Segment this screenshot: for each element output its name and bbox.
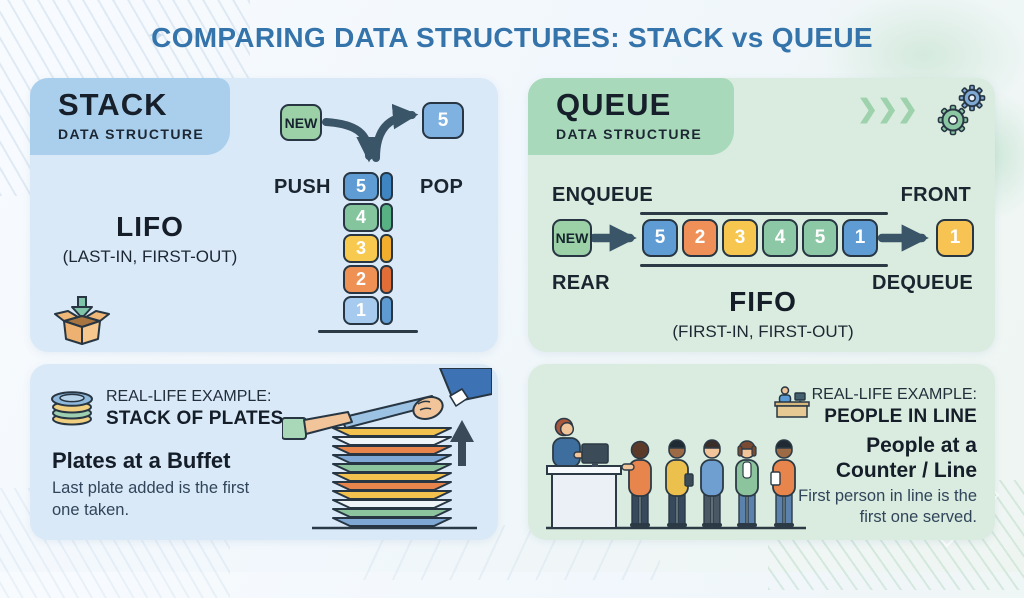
dequeued-value-box: 1 [936, 219, 974, 257]
stack-baseline [318, 330, 418, 333]
stack-example-name: STACK OF PLATES [106, 408, 284, 429]
queue-example-header: REAL-LIFE EXAMPLE: PEOPLE IN LINE [812, 386, 977, 428]
stack-panel: STACK DATA STRUCTURE LIFO (LAST-IN, FIRS… [30, 78, 498, 352]
queue-example-description: First person in line is the first one se… [798, 487, 977, 527]
page-title: COMPARING DATA STRUCTURES: STACK vs QUEU… [151, 22, 873, 53]
stack-example-description: Last plate added is the first one taken. [52, 479, 250, 519]
chevrons-icon: ❯❯❯ [857, 95, 918, 123]
stack-header-chip: STACK DATA STRUCTURE [30, 78, 230, 155]
queue-item-block: 5 [802, 219, 838, 257]
open-box-icon [54, 296, 110, 345]
lifo-principle: LIFO (LAST-IN, FIRST-OUT) [30, 211, 270, 267]
stack-subtitle: DATA STRUCTURE [58, 125, 205, 142]
stack-item-block: 3 [343, 234, 393, 263]
queue-rail-top [640, 212, 888, 215]
stack-item-block: 2 [343, 265, 393, 294]
stack-example-header: REAL-LIFE EXAMPLE: STACK OF PLATES [106, 388, 284, 430]
people-in-line-illustration [546, 417, 806, 530]
queue-example-kicker: REAL-LIFE EXAMPLE: [811, 386, 977, 403]
counter-desk-icon [774, 386, 810, 418]
queue-rail-bottom [640, 264, 888, 267]
stack-example-kicker: REAL-LIFE EXAMPLE: [106, 388, 272, 405]
queue-panel: QUEUE DATA STRUCTURE ❯❯❯ [528, 78, 995, 352]
enqueue-label: ENQUEUE [552, 184, 654, 206]
front-label: FRONT [900, 184, 971, 206]
plates-stack-icon [51, 391, 93, 426]
queue-header-chip: QUEUE DATA STRUCTURE [528, 78, 734, 155]
queue-item-block: 3 [722, 219, 758, 257]
queue-item-block: 4 [762, 219, 798, 257]
queue-example-name: PEOPLE IN LINE [824, 406, 977, 427]
rear-label: REAR [552, 272, 610, 294]
queue-item-block: 1 [842, 219, 878, 257]
queue-item-block: 2 [682, 219, 718, 257]
queue-item-block: 5 [642, 219, 678, 257]
pop-label: POP [420, 176, 464, 198]
stack-new-box: NEW [280, 104, 322, 141]
queue-new-box: NEW [552, 219, 592, 257]
stack-example-heading: Plates at a Buffet [52, 448, 231, 473]
stack-example-panel: REAL-LIFE EXAMPLE: STACK OF PLATES Plate… [30, 364, 498, 540]
queue-example-panel: REAL-LIFE EXAMPLE: PEOPLE IN LINE People… [528, 364, 995, 540]
push-label: PUSH [274, 176, 331, 198]
sparkle-icon: ✦ [146, 23, 167, 50]
gears-icon [937, 84, 986, 136]
fifo-principle: FIFO (FIRST-IN, FIRST-OUT) [628, 286, 898, 342]
dequeue-label: DEQUEUE [871, 272, 973, 294]
fifo-full: (FIRST-IN, FIRST-OUT) [672, 322, 854, 341]
stack-item-block: 4 [343, 203, 393, 232]
queue-subtitle: DATA STRUCTURE [556, 125, 703, 142]
queue-example-heading: People at a Counter / Line [835, 434, 977, 482]
queue-title: QUEUE [556, 87, 672, 122]
popped-value-box: 5 [422, 102, 464, 139]
lifo-full: (LAST-IN, FIRST-OUT) [62, 247, 238, 266]
stack-item-block: 5 [343, 172, 393, 201]
stack-item-block: 1 [343, 296, 393, 325]
stack-title: STACK [58, 87, 168, 122]
plates-buffet-illustration [282, 368, 492, 530]
lifo-acronym: LIFO [116, 211, 184, 242]
fifo-acronym: FIFO [729, 286, 797, 317]
